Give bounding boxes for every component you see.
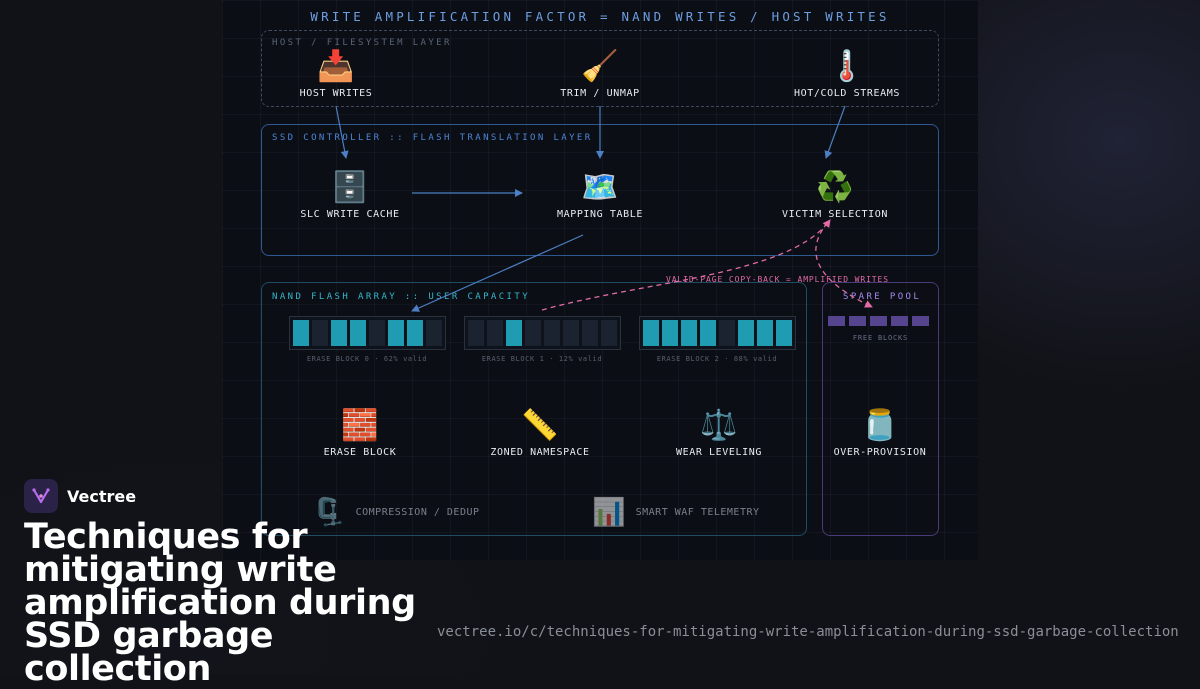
- scales-icon: ⚖️: [700, 408, 738, 443]
- invalid-page-cell: [312, 320, 328, 346]
- clamp-icon: 🗜️: [312, 497, 346, 528]
- node-host-writes: 📥 HOST WRITES: [246, 49, 426, 100]
- node-trim-unmap-label: TRIM / UNMAP: [560, 88, 640, 99]
- brand: Vectree: [24, 479, 136, 513]
- valid-page-cell: [407, 320, 423, 346]
- invalid-page-cell: [487, 320, 503, 346]
- nand-array-label: NAND FLASH ARRAY :: USER CAPACITY: [272, 292, 531, 302]
- jar-icon: 🫙: [861, 408, 899, 443]
- brick-icon: 🧱: [341, 408, 379, 443]
- erase-block-2-strip: [639, 316, 796, 350]
- valid-page-cell: [776, 320, 792, 346]
- node-compression-dedup: 🗜️ COMPRESSION / DEDUP: [312, 496, 480, 528]
- file-cabinet-icon: 🗄️: [331, 170, 369, 205]
- erase-block-0-caption: ERASE BLOCK 0 · 62% valid: [306, 355, 428, 363]
- free-block-cell: [912, 316, 929, 326]
- valid-page-cell: [738, 320, 754, 346]
- page-headline: Techniques for mitigating write amplific…: [24, 517, 416, 689]
- recycle-icon: ♻️: [816, 170, 854, 205]
- ssd-controller-label: SSD CONTROLLER :: FLASH TRANSLATION LAYE…: [272, 133, 593, 143]
- node-smart-waf-telemetry: 📊 SMART WAF TELEMETRY: [592, 496, 760, 528]
- diagram-title: WRITE AMPLIFICATION FACTOR = NAND WRITES…: [310, 9, 890, 24]
- invalid-page-cell: [426, 320, 442, 346]
- invalid-page-cell: [601, 320, 617, 346]
- erase-block-2-caption: ERASE BLOCK 2 · 88% valid: [656, 355, 778, 363]
- vectree-logo-icon: [24, 479, 58, 513]
- invalid-page-cell: [369, 320, 385, 346]
- brand-name: Vectree: [67, 486, 137, 506]
- invalid-page-cell: [582, 320, 598, 346]
- free-blocks-caption: FREE BLOCKS: [852, 334, 909, 342]
- erase-block-1-caption: ERASE BLOCK 1 · 12% valid: [481, 355, 603, 363]
- node-over-provision: 🫙 OVER-PROVISION: [790, 408, 970, 459]
- node-over-provision-label: OVER-PROVISION: [833, 447, 927, 458]
- free-blocks-row: [828, 316, 929, 326]
- invalid-page-cell: [544, 320, 560, 346]
- node-wear-leveling-label: WEAR LEVELING: [675, 447, 763, 458]
- inbox-tray-icon: 📥: [317, 49, 355, 84]
- node-zoned-namespace: 📏 ZONED NAMESPACE: [450, 408, 630, 459]
- invalid-page-cell: [468, 320, 484, 346]
- valid-page-cell: [350, 320, 366, 346]
- node-trim-unmap: 🧹 TRIM / UNMAP: [510, 49, 690, 100]
- node-hot-cold-streams: 🌡️ HOT/COLD STREAMS: [757, 49, 937, 100]
- valid-page-cell: [331, 320, 347, 346]
- node-compression-dedup-label: COMPRESSION / DEDUP: [355, 506, 480, 518]
- invalid-page-cell: [525, 320, 541, 346]
- node-zoned-namespace-label: ZONED NAMESPACE: [490, 447, 590, 458]
- node-hot-cold-streams-label: HOT/COLD STREAMS: [794, 88, 900, 99]
- valid-page-cell: [662, 320, 678, 346]
- valid-page-cell: [643, 320, 659, 346]
- node-smart-waf-telemetry-label: SMART WAF TELEMETRY: [635, 506, 760, 518]
- node-mapping-table: 🗺️ MAPPING TABLE: [510, 170, 690, 221]
- valid-page-cell: [700, 320, 716, 346]
- node-erase-block-label: ERASE BLOCK: [323, 447, 397, 458]
- invalid-page-cell: [563, 320, 579, 346]
- erase-block-1-strip: [464, 316, 621, 350]
- valid-page-cell: [293, 320, 309, 346]
- copyback-annotation: VALID-PAGE COPY-BACK = AMPLIFIED WRITES: [666, 275, 889, 284]
- node-erase-block: 🧱 ERASE BLOCK: [270, 408, 450, 459]
- valid-page-cell: [388, 320, 404, 346]
- thermometer-icon: 🌡️: [828, 49, 866, 84]
- free-block-cell: [849, 316, 866, 326]
- node-victim-selection-label: VICTIM SELECTION: [782, 209, 888, 220]
- node-wear-leveling: ⚖️ WEAR LEVELING: [629, 408, 809, 459]
- node-victim-selection: ♻️ VICTIM SELECTION: [745, 170, 925, 221]
- bar-chart-icon: 📊: [592, 497, 626, 528]
- world-map-icon: 🗺️: [581, 170, 619, 205]
- free-block-cell: [891, 316, 908, 326]
- free-block-cell: [828, 316, 845, 326]
- free-block-cell: [870, 316, 887, 326]
- node-host-writes-label: HOST WRITES: [299, 88, 373, 99]
- node-slc-write-cache: 🗄️ SLC WRITE CACHE: [260, 170, 440, 221]
- node-slc-write-cache-label: SLC WRITE CACHE: [300, 209, 400, 220]
- broom-icon: 🧹: [581, 49, 619, 84]
- spare-pool-zone: [822, 282, 939, 536]
- erase-block-0-strip: [289, 316, 446, 350]
- node-mapping-table-label: MAPPING TABLE: [556, 209, 644, 220]
- host-layer-label: HOST / FILESYSTEM LAYER: [272, 38, 452, 48]
- ruler-icon: 📏: [521, 408, 559, 443]
- valid-page-cell: [681, 320, 697, 346]
- valid-page-cell: [757, 320, 773, 346]
- spare-pool-label: SPARE POOL: [843, 292, 922, 302]
- valid-page-cell: [506, 320, 522, 346]
- invalid-page-cell: [719, 320, 735, 346]
- page-url[interactable]: vectree.io/c/techniques-for-mitigating-w…: [437, 624, 1179, 640]
